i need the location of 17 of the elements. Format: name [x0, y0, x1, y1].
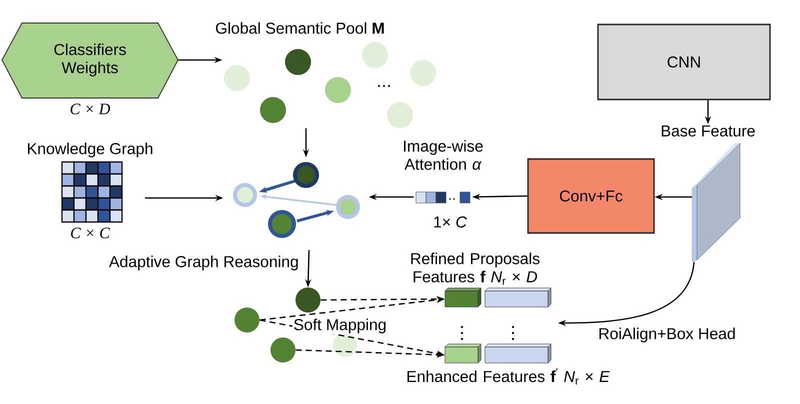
title: Global Semantic Pool M [216, 22, 384, 34]
edge-label: RoiAlign+Box Head [597, 326, 737, 344]
process-box: CNN [597, 24, 771, 100]
node-label: Image-wise Attention α [404, 140, 483, 170]
node-label: Refined Proposals Features f N$_{r}$ × D [411, 252, 540, 285]
dimension-label: C × C [71, 228, 110, 238]
node-label: Enhanced Features f$^{′}$ N$_{r}$ × E [408, 368, 610, 384]
node-label: Base Feature [662, 125, 755, 136]
dimension-label: 1× C [434, 216, 467, 228]
dot [234, 308, 260, 332]
dot [270, 338, 296, 362]
process-box: Conv+Fc [527, 158, 655, 234]
dimension-label: C × D [70, 104, 110, 114]
edge-label: Soft Mapping [292, 318, 388, 334]
title: Knowledge Graph [28, 142, 152, 158]
node-label: Adaptive Graph Reasoning [108, 256, 298, 270]
dot [296, 288, 320, 312]
